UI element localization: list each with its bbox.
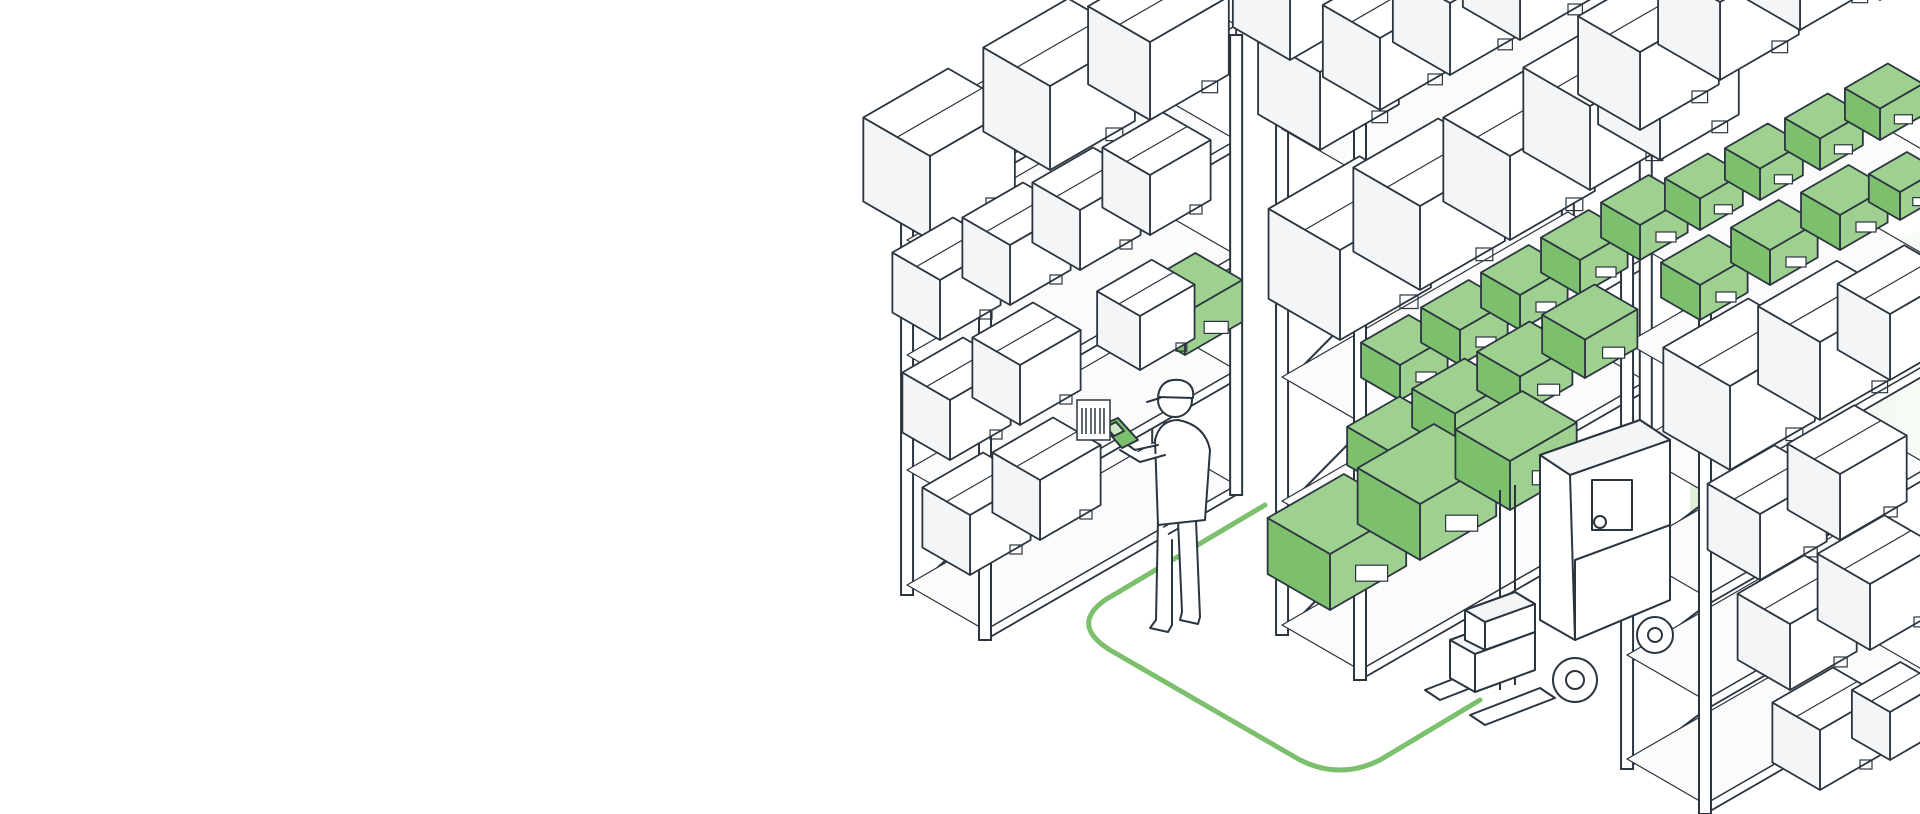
storage-bin-icon <box>1867 151 1920 221</box>
cardboard-box-icon <box>1816 514 1920 651</box>
cardboard-box-icon <box>891 216 1002 341</box>
cardboard-box-icon <box>1850 661 1920 761</box>
cardboard-box-icon <box>1836 244 1920 381</box>
storage-bin-icon <box>1844 62 1920 141</box>
storage-bin-icon <box>1784 92 1864 171</box>
cardboard-box-icon <box>1746 0 1869 31</box>
cardboard-box-icon <box>1461 0 1592 41</box>
cardboard-box-icon <box>862 67 1016 241</box>
cardboard-box-icon <box>971 301 1082 426</box>
storage-bin-icon <box>1730 199 1819 286</box>
cardboard-box-icon <box>1101 111 1212 236</box>
cardboard-boxes <box>862 0 1920 791</box>
storage-bins <box>1137 62 1920 611</box>
storage-bin-icon <box>1664 152 1744 231</box>
storage-bin-icon <box>1724 122 1804 201</box>
barcode-label <box>1076 399 1111 441</box>
storage-bin-icon <box>1660 234 1749 321</box>
storage-bin-icon <box>1541 283 1639 379</box>
cardboard-box-icon <box>1087 0 1230 121</box>
cardboard-box-icon <box>1786 404 1908 541</box>
warehouse-worker-icon <box>1101 378 1211 633</box>
forklift-icon <box>1424 419 1674 726</box>
cardboard-box-icon <box>1657 0 1800 81</box>
cardboard-box-icon <box>1096 258 1196 371</box>
floor-path-line <box>1086 502 1483 773</box>
cardboard-box-icon <box>991 416 1102 541</box>
